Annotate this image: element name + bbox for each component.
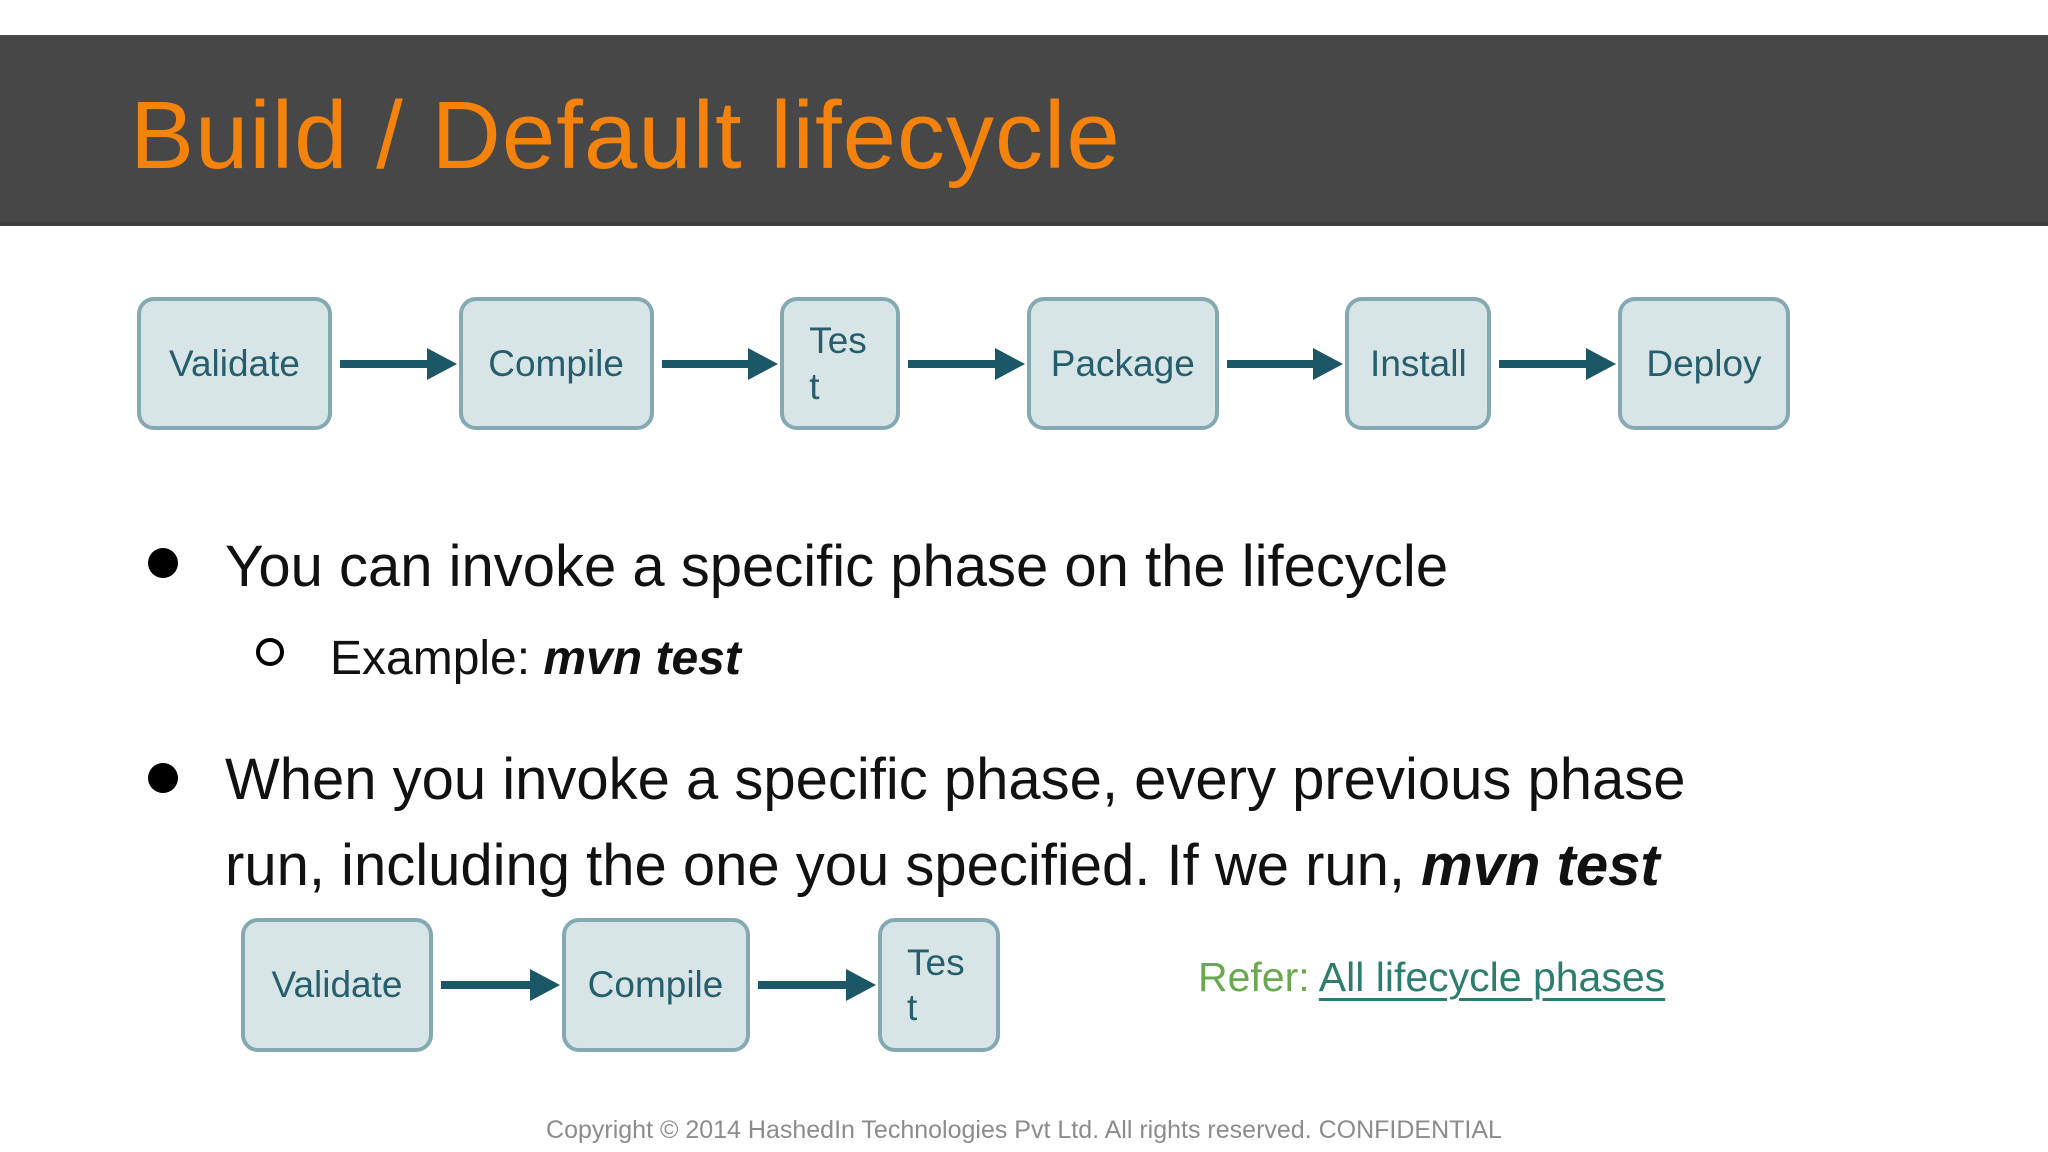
flow-step-label: Deploy <box>1646 342 1762 384</box>
arrow-head <box>748 347 779 380</box>
flow-step-test: Test <box>878 918 1000 1052</box>
flow-step-label: Validate <box>271 964 403 1006</box>
flow-arrow-icon <box>334 297 457 430</box>
flow-step-compile: Compile <box>561 918 750 1052</box>
flow-step-label: Test <box>907 941 965 1028</box>
arrow-shaft <box>1499 359 1590 368</box>
flow-step-label: Install <box>1370 342 1467 384</box>
flow-arrow-icon <box>656 297 779 430</box>
copyright-footer: Copyright © 2014 HashedIn Technologies P… <box>546 1116 1502 1144</box>
flow-step-validate: Validate <box>137 297 332 430</box>
flow-step-compile: Compile <box>458 297 654 430</box>
bullet-marker-icon <box>148 763 178 793</box>
flow-step-test: Test <box>780 297 901 430</box>
refer-label: Refer: <box>1198 954 1319 1000</box>
flow-step-label: Test <box>809 320 867 407</box>
bullet-marker-icon <box>148 548 178 578</box>
arrow-shaft <box>661 359 753 368</box>
lifecycle-flow-partial: Validate Compile Test <box>241 918 1000 1052</box>
flow-arrow-icon <box>902 297 1025 430</box>
bullet-previous-phases: When you invoke a specific phase, every … <box>225 747 1686 898</box>
flow-step-validate: Validate <box>241 918 433 1052</box>
all-lifecycle-phases-link[interactable]: All lifecycle phases <box>1318 954 1666 1000</box>
arrow-shaft <box>757 981 850 989</box>
flow-arrow-icon <box>435 918 560 1052</box>
arrow-head <box>994 347 1025 380</box>
arrow-shaft <box>340 359 431 368</box>
flow-step-label: Package <box>1050 342 1195 384</box>
arrow-head <box>529 969 560 1001</box>
arrow-shaft <box>441 981 534 989</box>
arrow-head <box>1313 347 1344 380</box>
lifecycle-flow-main: Validate Compile Test Package Install De… <box>137 297 1790 430</box>
flow-arrow-icon <box>1493 297 1616 430</box>
bullet-invoke-phase: You can invoke a specific phase on the l… <box>225 534 1449 599</box>
flow-step-deploy: Deploy <box>1617 297 1790 430</box>
flow-step-label: Compile <box>488 342 624 384</box>
flow-step-package: Package <box>1026 297 1219 430</box>
page-title: Build / Default lifecycle <box>130 82 1121 189</box>
flow-step-label: Compile <box>587 964 724 1006</box>
arrow-shaft <box>908 359 999 368</box>
arrow-shaft <box>1226 359 1318 368</box>
flow-step-label: Validate <box>169 342 300 384</box>
flow-arrow-icon <box>752 918 876 1052</box>
sub-bullet-example: Example: mvn test <box>330 632 741 685</box>
arrow-head <box>426 347 457 380</box>
flow-arrow-icon <box>1221 297 1344 430</box>
refer-line: Refer: All lifecycle phases <box>1198 953 1665 1002</box>
header-band <box>0 35 2048 226</box>
arrow-head <box>846 969 876 1001</box>
sub-bullet-marker-icon <box>256 638 284 666</box>
arrow-head <box>1585 347 1616 380</box>
flow-step-install: Install <box>1345 297 1492 430</box>
